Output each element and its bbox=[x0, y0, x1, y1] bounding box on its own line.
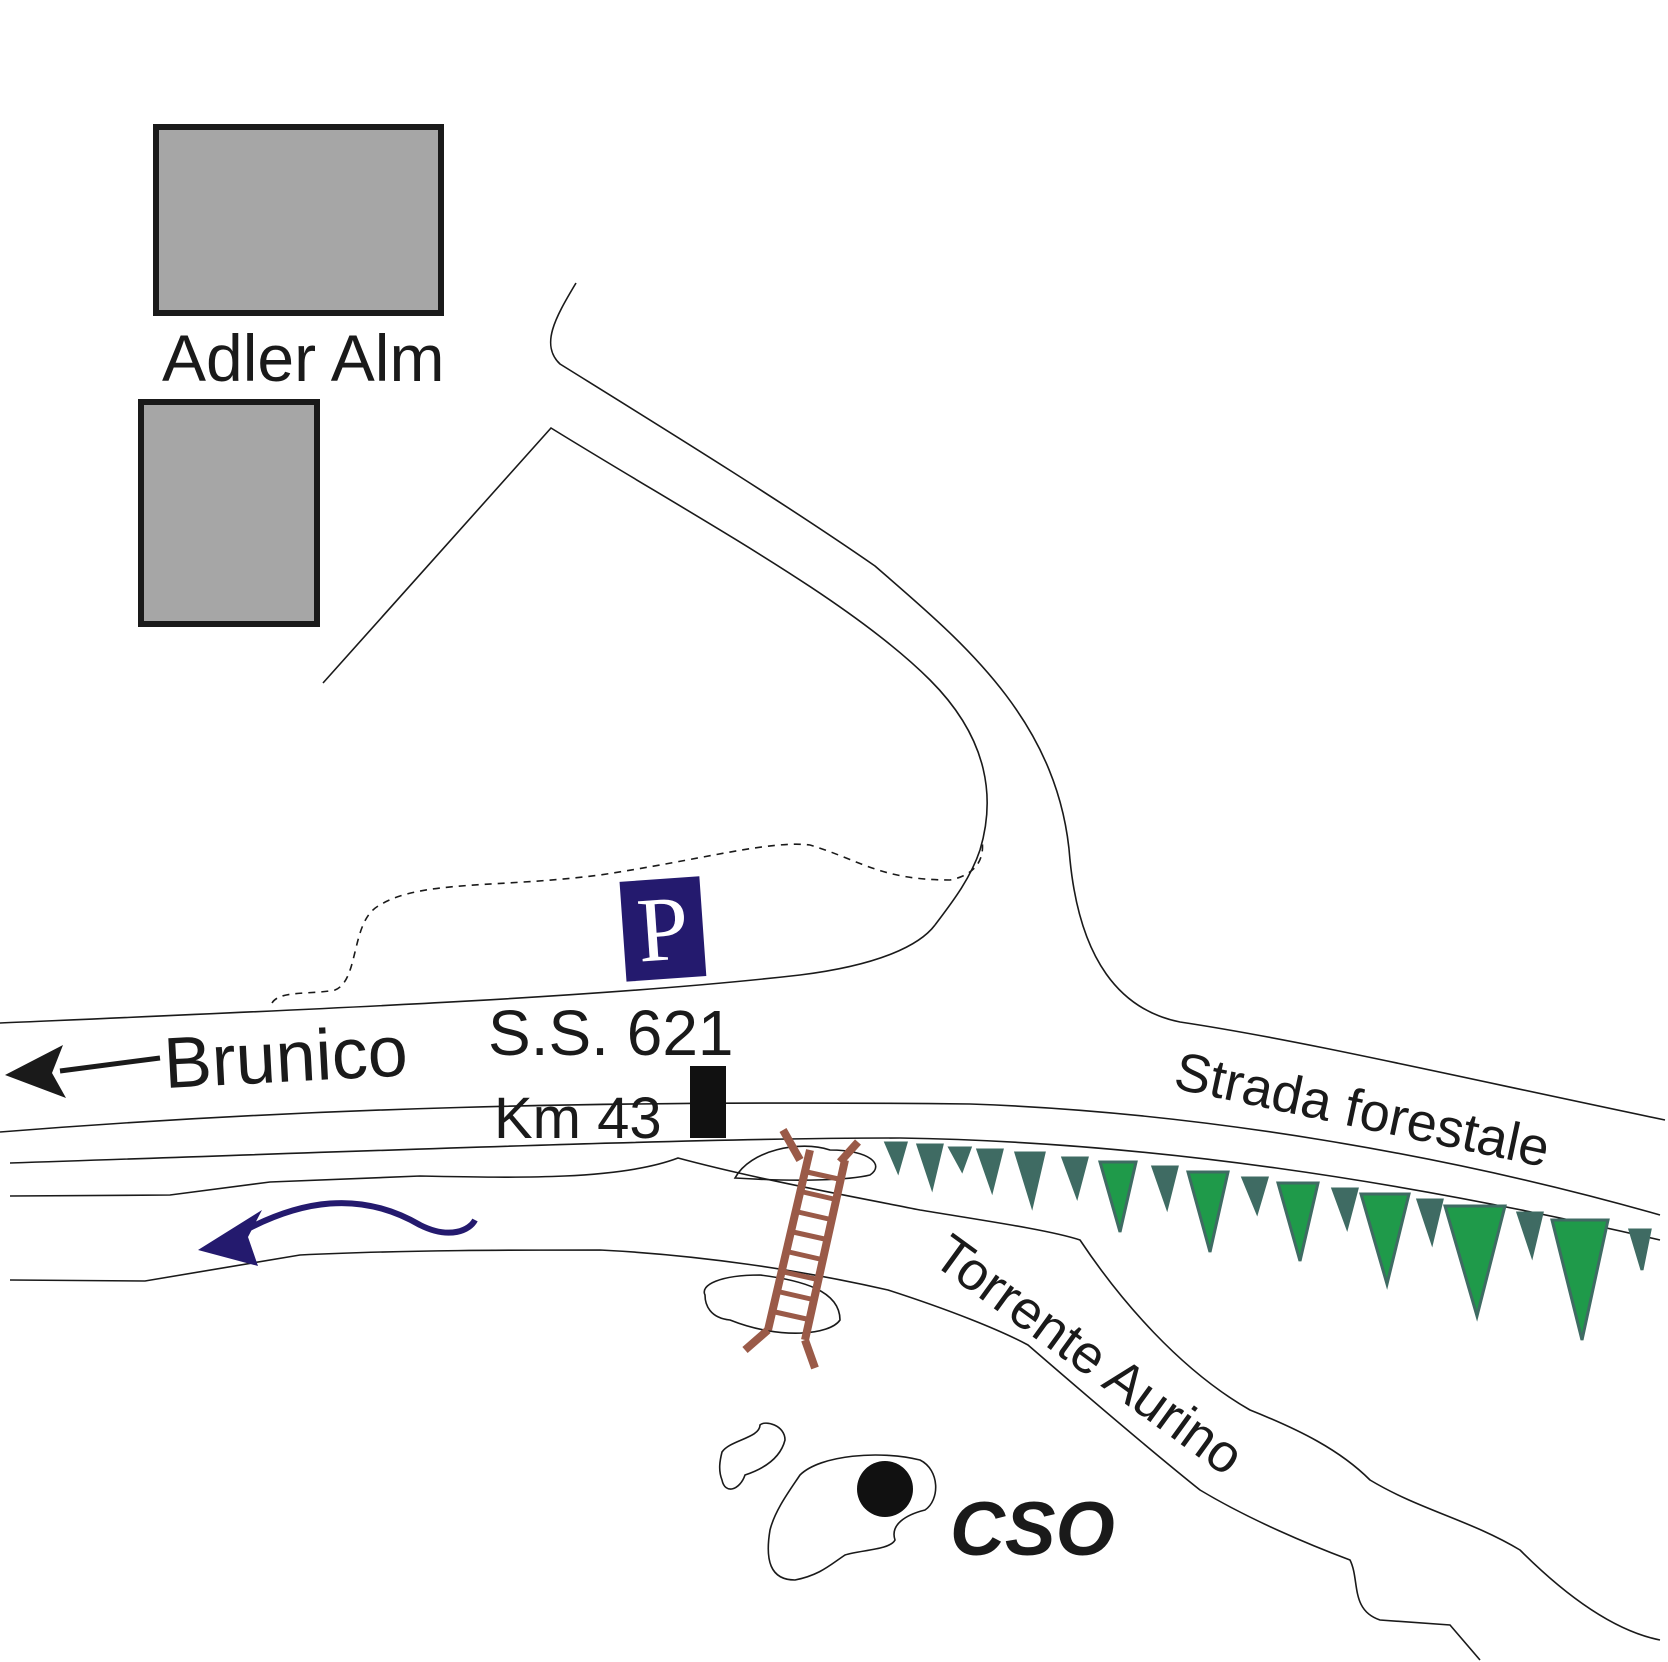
tree-icon bbox=[1515, 1211, 1544, 1261]
tree-icon bbox=[1060, 1156, 1089, 1201]
cave-outline bbox=[767, 1454, 937, 1581]
parking-sign: P bbox=[617, 874, 709, 984]
tree-icon bbox=[947, 1146, 973, 1174]
site-label: CSO bbox=[950, 1487, 1115, 1572]
tree-icon bbox=[1098, 1160, 1138, 1233]
tree-icon bbox=[1443, 1204, 1507, 1322]
parking-sign-icon bbox=[617, 874, 709, 984]
cave-outline-small bbox=[718, 1422, 786, 1490]
tree-row bbox=[883, 1141, 1652, 1341]
river-label: Torrente Aurino bbox=[923, 1223, 1255, 1487]
km-marker-icon bbox=[690, 1066, 726, 1138]
parking-letter: P bbox=[634, 876, 692, 981]
building-lower bbox=[138, 399, 320, 627]
upper-path-right bbox=[549, 282, 1666, 1121]
forest-road-label: Strada forestale bbox=[1170, 1041, 1555, 1179]
bridge-icon bbox=[742, 1128, 861, 1370]
direction-arrow-icon bbox=[5, 1045, 161, 1098]
main-road-south-edge bbox=[0, 1102, 1661, 1216]
upper-path-left bbox=[322, 426, 988, 926]
rock-lower bbox=[703, 1274, 841, 1334]
tree-icon bbox=[1330, 1187, 1359, 1232]
building-label: Adler Alm bbox=[162, 321, 444, 395]
tree-icon bbox=[975, 1148, 1004, 1196]
tree-icon bbox=[1013, 1151, 1046, 1211]
direction-label: Brunico bbox=[162, 1011, 410, 1104]
tree-icon bbox=[1276, 1181, 1320, 1262]
tree-icon bbox=[1150, 1165, 1179, 1213]
tree-icon bbox=[1627, 1228, 1652, 1271]
tree-icon bbox=[1550, 1218, 1610, 1341]
road-number-label: S.S. 621 bbox=[488, 997, 734, 1069]
road-km-label: Km 43 bbox=[494, 1086, 662, 1151]
roadside-line bbox=[9, 1137, 1661, 1241]
tree-icon bbox=[883, 1141, 908, 1176]
river-south-bank bbox=[9, 1249, 1481, 1661]
river-flow-arrow-icon bbox=[198, 1200, 478, 1266]
tree-icon bbox=[1415, 1198, 1444, 1248]
building-upper bbox=[153, 124, 444, 316]
tree-icon bbox=[1186, 1170, 1230, 1253]
tree-icon bbox=[915, 1143, 944, 1193]
rock-upper bbox=[733, 1145, 877, 1181]
site-marker-icon bbox=[857, 1461, 913, 1517]
river-north-bank bbox=[9, 1157, 1661, 1641]
parking-area-outline bbox=[271, 839, 984, 1004]
tree-icon bbox=[1359, 1192, 1411, 1290]
main-road-north-edge bbox=[0, 924, 936, 1024]
tree-icon bbox=[1240, 1176, 1270, 1217]
